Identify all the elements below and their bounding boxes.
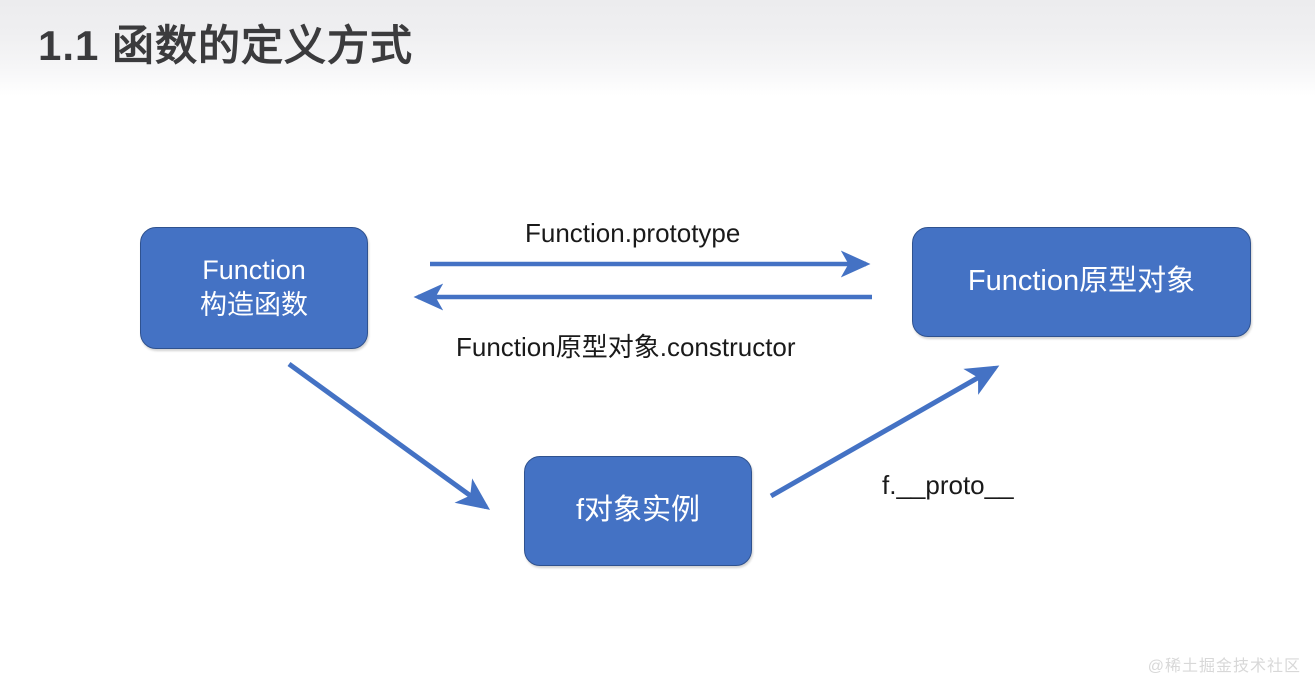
- watermark: @稀土掘金技术社区: [1147, 658, 1301, 675]
- header-band: [0, 0, 1315, 96]
- edge-label-constructor: Function原型对象.constructor: [456, 332, 796, 362]
- edge-label-function-prototype: Function.prototype: [525, 218, 741, 248]
- arrow-instantiate: [287, 361, 491, 510]
- node-f-instance[interactable]: f对象实例: [524, 456, 752, 566]
- page-title: 1.1 函数的定义方式: [38, 22, 414, 69]
- node-function-prototype-object[interactable]: Function原型对象: [912, 227, 1251, 337]
- node-function-constructor[interactable]: Function 构造函数: [140, 227, 368, 349]
- edge-label-proto: f.__proto__: [882, 470, 1014, 500]
